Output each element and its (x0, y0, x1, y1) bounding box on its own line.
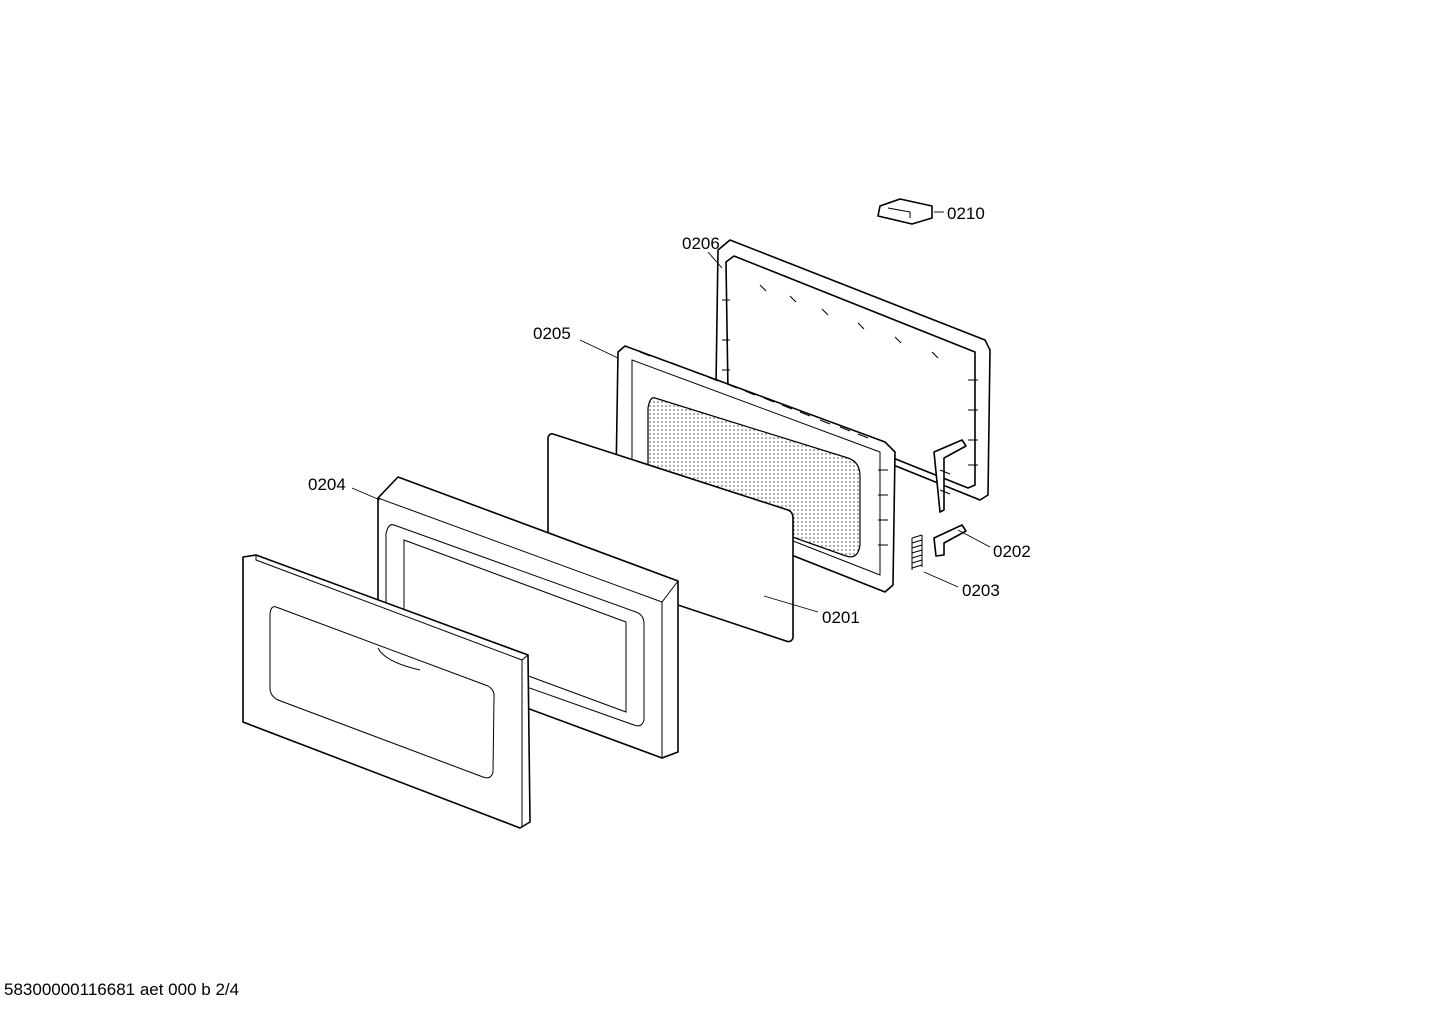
part-0201-glass-pane (547, 433, 794, 643)
label-0206: 0206 (682, 234, 720, 253)
label-0202: 0202 (993, 542, 1031, 561)
label-0204: 0204 (308, 475, 346, 494)
part-0210-clip (877, 198, 933, 225)
part-0205-inner-panel (615, 345, 896, 593)
label-0201: 0201 (822, 608, 860, 627)
label-0203: 0203 (962, 581, 1000, 600)
part-front-door-panel (242, 554, 531, 829)
drawing-reference-number: 58300000116681 aet 000 b 2/4 (4, 980, 240, 999)
part-0202-latch-hooks (933, 439, 967, 557)
label-0210: 0210 (947, 204, 985, 223)
label-0205: 0205 (533, 324, 571, 343)
part-0203-spring (911, 534, 923, 570)
part-0206-rear-frame (715, 239, 991, 501)
leader-lines (351, 211, 991, 613)
